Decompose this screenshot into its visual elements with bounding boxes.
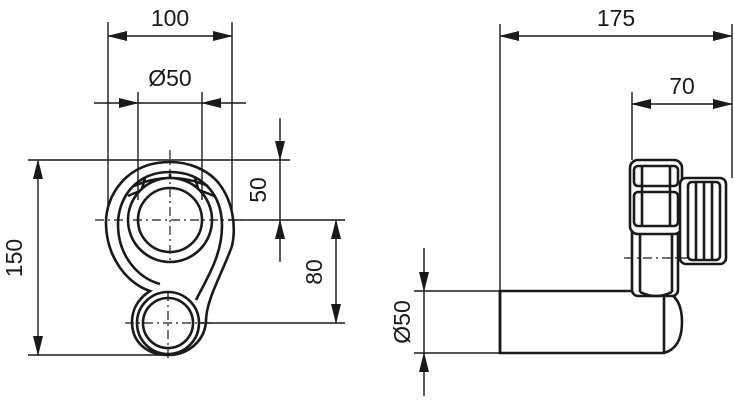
outlet-pipe: [498, 289, 684, 355]
dimension-outlet-diameter: Ø50: [389, 248, 429, 396]
dimension-inlet-diameter: Ø50: [94, 65, 246, 108]
dimension-lower-offset: 80: [301, 219, 341, 324]
dimension-lower-offset-label: 80: [301, 259, 327, 285]
dimension-upper-offset-label: 50: [245, 177, 271, 203]
dimension-depth-label: 175: [597, 5, 635, 31]
dimension-width: 100: [107, 5, 233, 41]
dimension-connector: 70: [631, 73, 733, 109]
dimension-width-label: 100: [151, 5, 189, 31]
side-connector: [678, 176, 728, 266]
dimension-connector-label: 70: [669, 73, 695, 99]
side-nut: [628, 158, 684, 236]
dimension-depth: 175: [499, 5, 733, 41]
front-centerlines: [95, 150, 245, 360]
dimension-inlet-diameter-label: Ø50: [148, 65, 191, 91]
front-extension-lines: [28, 22, 345, 356]
dimension-upper-offset: 50: [245, 118, 285, 262]
dimension-outlet-diameter-label: Ø50: [389, 300, 415, 343]
dimension-height: 150: [1, 159, 43, 356]
dimension-height-label: 150: [1, 239, 27, 277]
front-view: 100 Ø50 150 50 80: [1, 5, 345, 360]
side-view: 175 70 Ø50: [389, 5, 733, 396]
